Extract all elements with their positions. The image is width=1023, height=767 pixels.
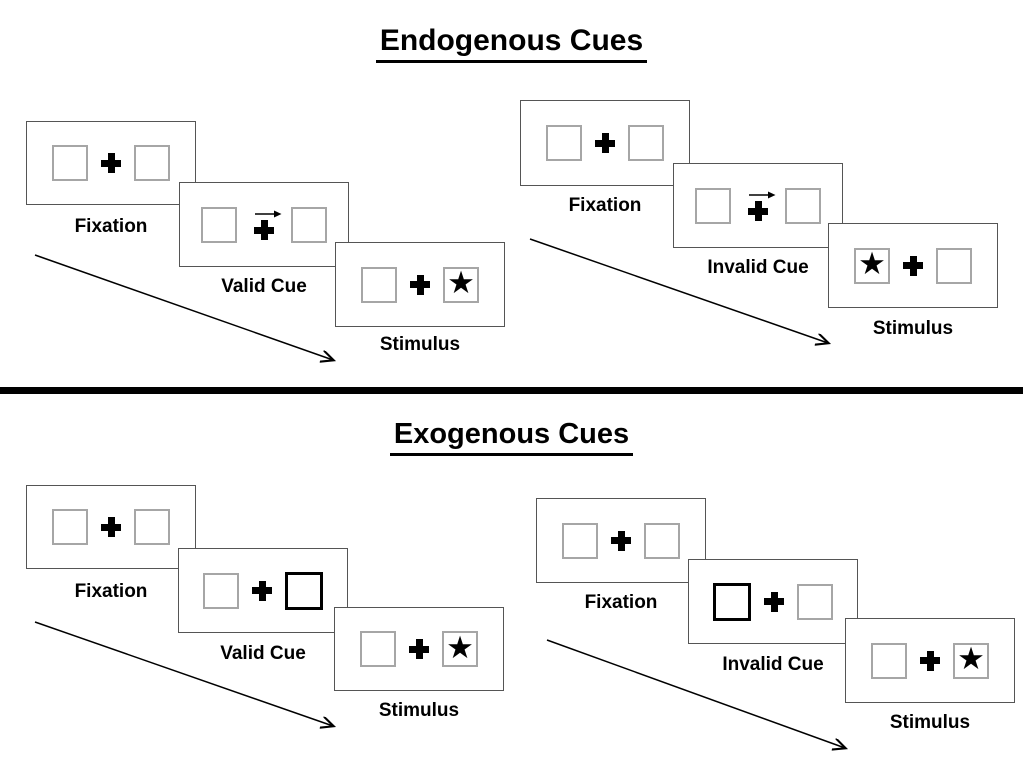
section-divider	[0, 387, 1023, 394]
fixation-cross-icon	[409, 639, 429, 659]
fixation-cross-icon	[748, 201, 768, 221]
fixation-cross-icon	[764, 591, 784, 612]
right-box	[628, 125, 664, 161]
left-box	[203, 572, 239, 609]
left-box	[562, 522, 598, 559]
endo-invalid-stimulus-panel: ★	[828, 223, 998, 308]
right-box	[644, 522, 680, 559]
step-label: Fixation	[568, 195, 642, 216]
left-box	[360, 631, 396, 667]
sequence-arrow	[529, 238, 837, 352]
endogenous-section-title: Endogenous Cues	[0, 24, 1023, 63]
right-arrow-icon	[255, 210, 282, 218]
right-arrow-icon	[749, 191, 776, 199]
right-box-with-star: ★	[443, 265, 479, 303]
step-label: Stimulus	[889, 712, 971, 733]
endo-valid-cue-panel	[179, 182, 349, 267]
left-box	[52, 145, 88, 181]
step-label: Stimulus	[872, 318, 954, 339]
exo-valid-cue-panel	[178, 548, 348, 633]
left-box	[361, 266, 397, 303]
right-box	[936, 247, 972, 284]
left-box-highlighted	[713, 582, 751, 621]
sequence-arrow	[34, 254, 342, 368]
exo-invalid-stimulus-panel: ★	[845, 618, 1015, 703]
endo-invalid-cue-panel	[673, 163, 843, 248]
left-box	[546, 125, 582, 161]
left-box	[695, 187, 731, 224]
step-label: Fixation	[74, 216, 148, 237]
step-label: Stimulus	[378, 700, 460, 721]
fixation-cross-icon	[611, 530, 631, 551]
cue-center	[744, 190, 776, 221]
sequence-arrow	[546, 639, 854, 757]
cue-center	[250, 209, 282, 240]
star-icon: ★	[858, 246, 886, 282]
fixation-cross-icon	[410, 274, 430, 295]
sequence-arrow	[34, 621, 342, 735]
right-box	[291, 206, 327, 243]
fixation-cross-icon	[101, 517, 121, 537]
left-box	[201, 206, 237, 243]
step-label: Fixation	[584, 592, 658, 613]
star-icon: ★	[957, 641, 985, 677]
step-label: Fixation	[74, 581, 148, 602]
step-label: Invalid Cue	[722, 654, 824, 675]
step-label: Valid Cue	[221, 276, 307, 297]
right-box	[797, 583, 833, 620]
exogenous-section-title: Exogenous Cues	[0, 417, 1023, 456]
fixation-cross-icon	[920, 650, 940, 671]
star-icon: ★	[447, 265, 475, 301]
right-box-with-star: ★	[442, 631, 478, 667]
right-box-with-star: ★	[953, 641, 989, 679]
right-box	[134, 145, 170, 181]
step-label: Stimulus	[379, 334, 461, 355]
endo-valid-fixation-panel	[26, 121, 196, 205]
exo-valid-fixation-panel	[26, 485, 196, 569]
exo-invalid-cue-panel	[688, 559, 858, 644]
fixation-cross-icon	[252, 580, 272, 601]
left-box-with-star: ★	[854, 246, 890, 284]
right-box	[134, 509, 170, 545]
left-box	[871, 642, 907, 679]
fixation-cross-icon	[101, 153, 121, 173]
endo-valid-stimulus-panel: ★	[335, 242, 505, 327]
right-box	[785, 187, 821, 224]
exo-invalid-fixation-panel	[536, 498, 706, 583]
exo-valid-stimulus-panel: ★	[334, 607, 504, 691]
endo-invalid-fixation-panel	[520, 100, 690, 186]
left-box	[52, 509, 88, 545]
star-icon: ★	[446, 629, 474, 666]
fixation-cross-icon	[254, 220, 274, 240]
fixation-cross-icon	[595, 133, 615, 153]
right-box-highlighted	[285, 571, 323, 610]
step-label: Valid Cue	[220, 643, 306, 664]
fixation-cross-icon	[903, 255, 923, 276]
step-label: Invalid Cue	[707, 257, 809, 278]
